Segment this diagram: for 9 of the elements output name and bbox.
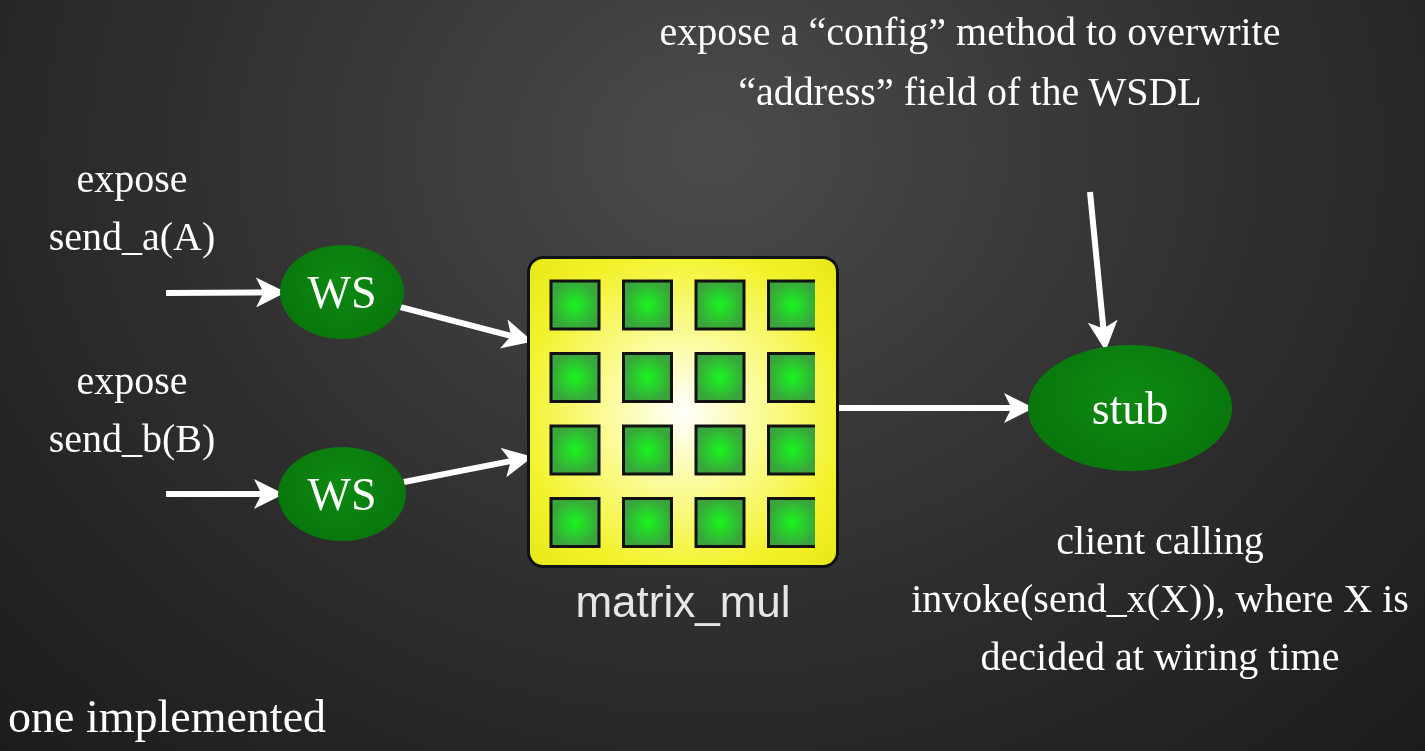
method-note: expose send_b(B) — [47, 357, 217, 463]
stub-ellipse: stub — [1028, 345, 1232, 471]
method-note: expose send_a(A) — [47, 155, 217, 261]
annotation-text: expose a “config” method to overwrite “address” field of the WSDL — [658, 8, 1282, 116]
web-service-ellipse: WS — [278, 447, 406, 541]
web-service-ellipse: WS — [280, 245, 404, 339]
client-note: client calling invoke(send_x(X)), where X is decided at wiring time — [910, 517, 1410, 681]
component-label: matrix_mul — [574, 577, 792, 627]
footer-text: one implemented — [7, 690, 327, 744]
